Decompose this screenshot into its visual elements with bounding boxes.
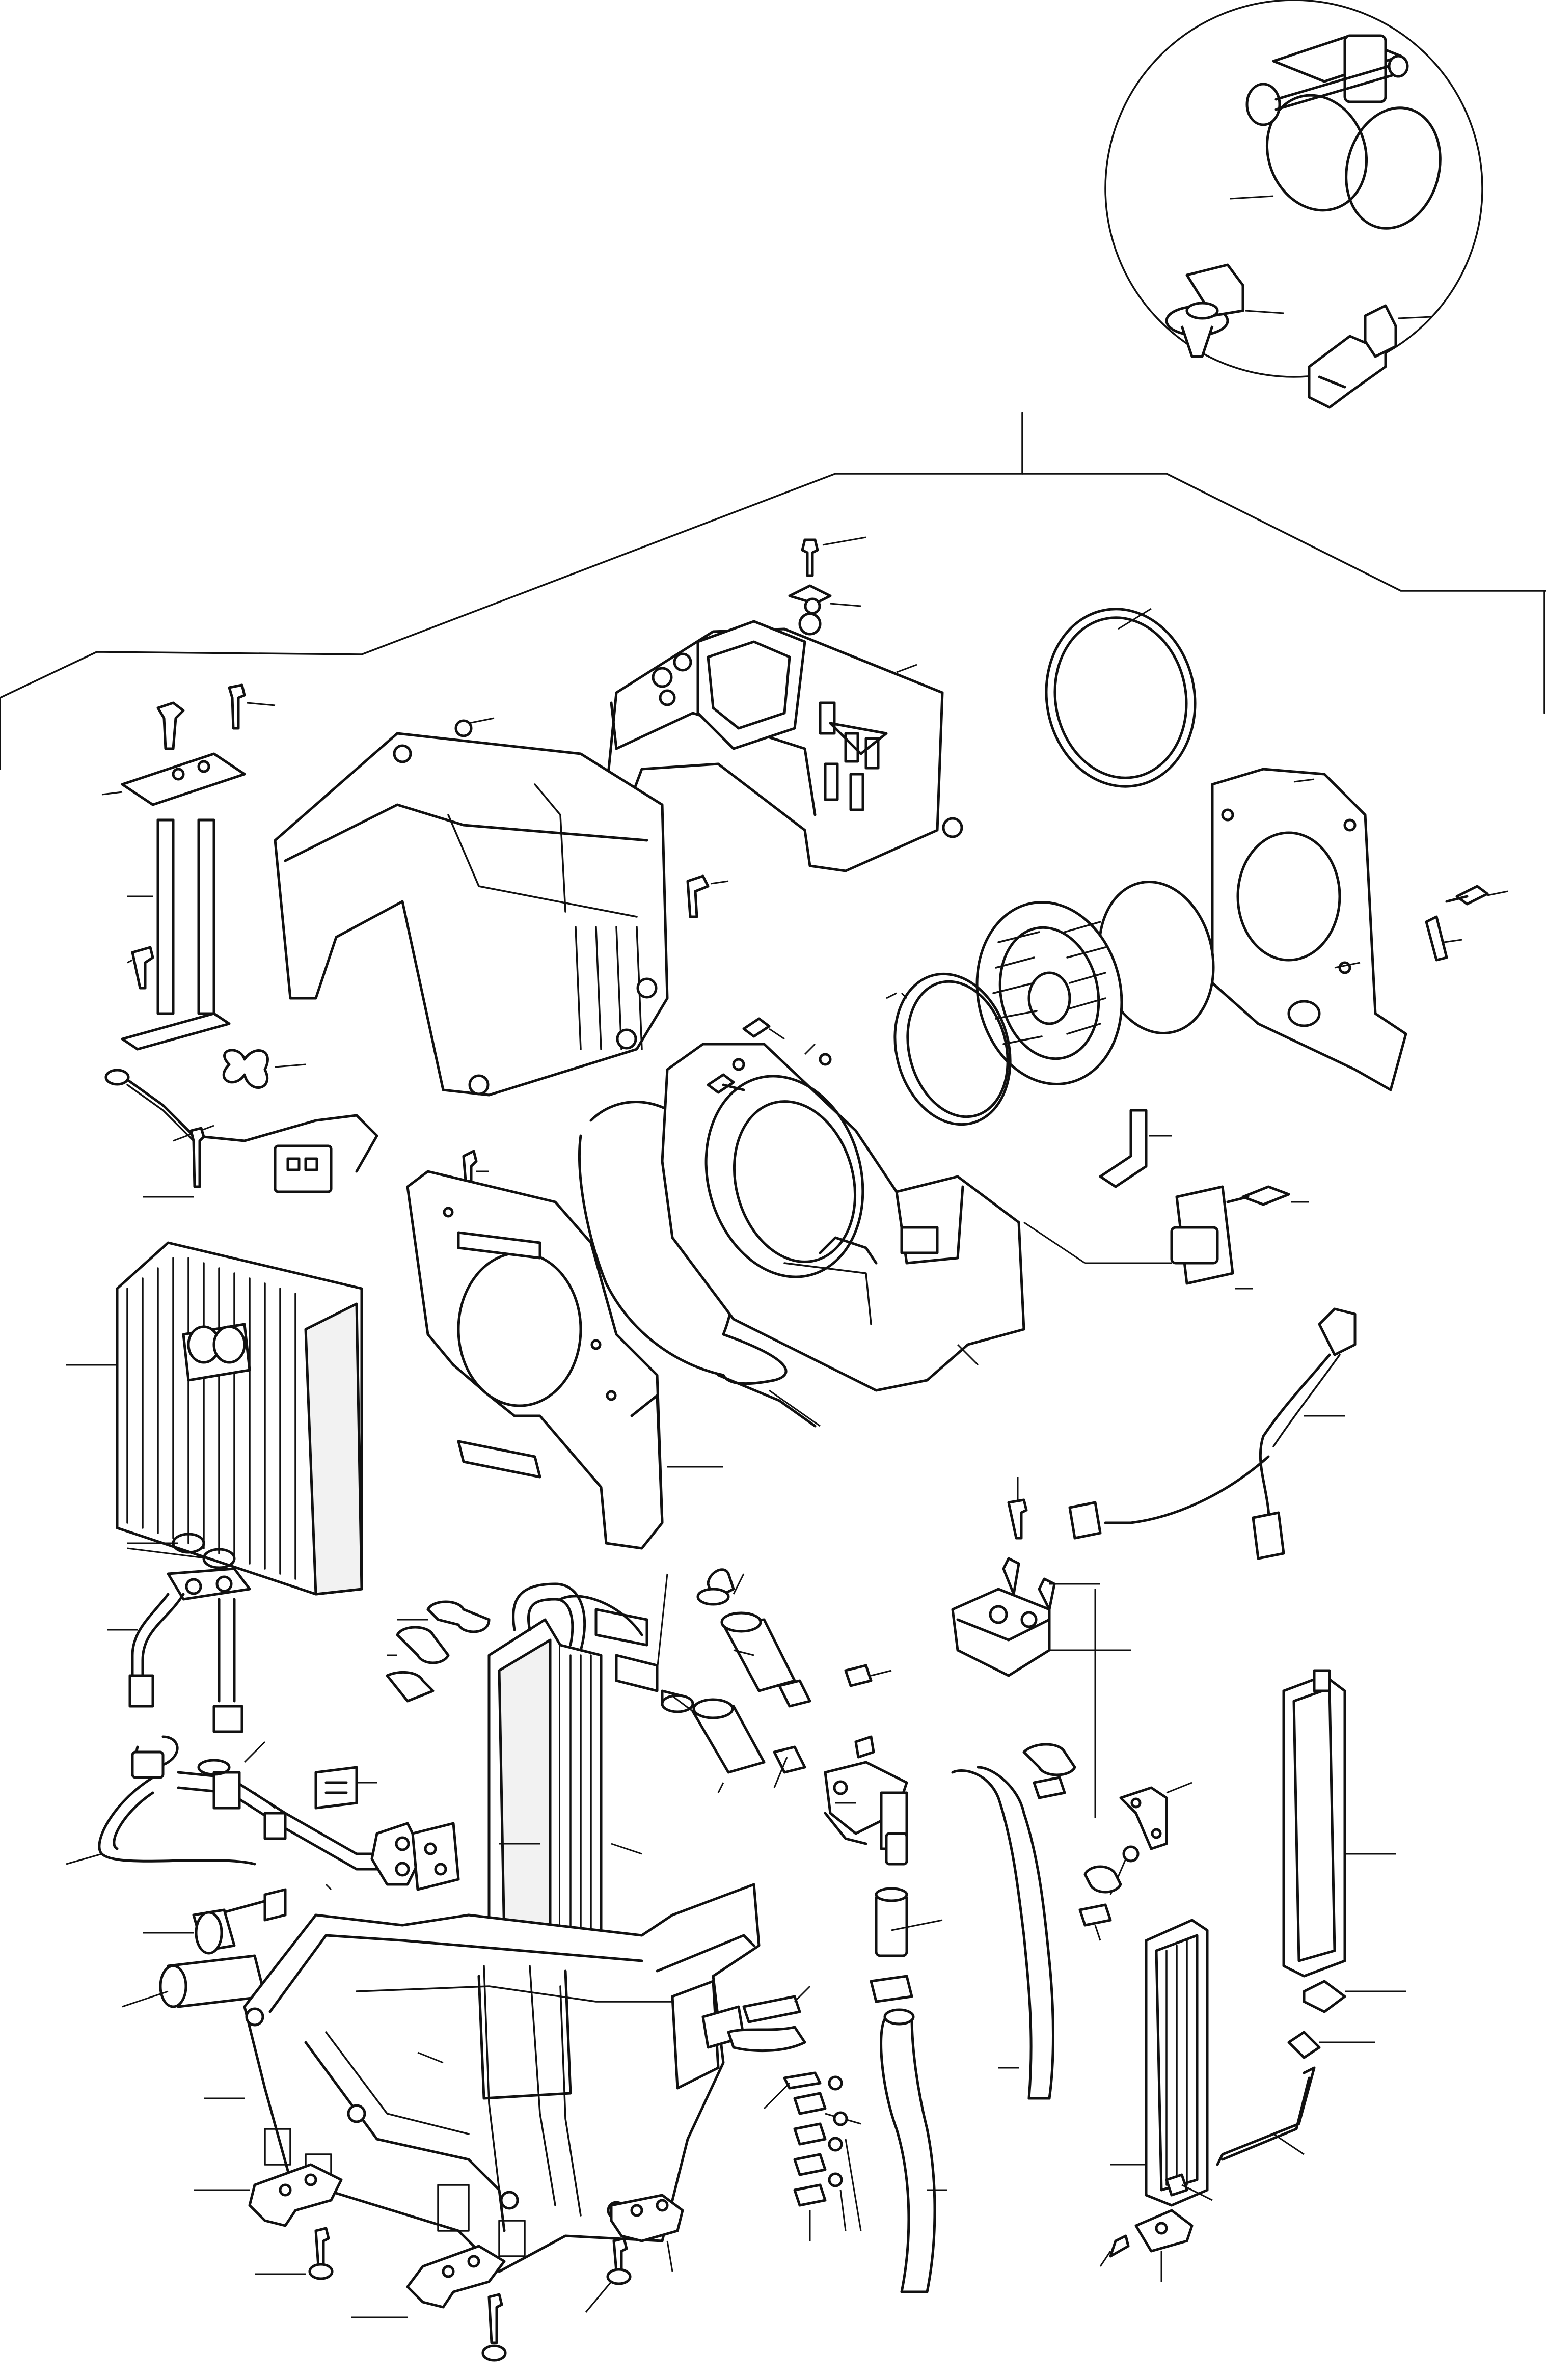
heater-core xyxy=(487,1582,659,1952)
wire-harness xyxy=(1068,1307,1357,1560)
grouping-outline xyxy=(0,412,1546,770)
evaporator-core xyxy=(66,1241,363,1596)
heater-hoses xyxy=(656,1568,811,1793)
screws xyxy=(1007,1477,1028,1540)
hose-clamp xyxy=(844,1664,892,1759)
wire-harness xyxy=(104,1049,378,1193)
snap-clip xyxy=(1022,1743,1076,1799)
screws xyxy=(143,1127,205,1198)
blower-housing-upper xyxy=(605,612,963,872)
resistor xyxy=(1170,1185,1309,1290)
push-clip xyxy=(1165,263,1244,358)
evaporator-case-upper xyxy=(274,732,669,1097)
condenser-panels xyxy=(1110,1669,1396,2207)
blower-motor-fan xyxy=(886,881,1215,1085)
heater-hoses xyxy=(122,1908,266,2008)
detail-inset xyxy=(1104,0,1483,409)
mounting-bracket-plate xyxy=(101,752,246,1051)
lower-case xyxy=(204,1883,761,2273)
snap-clip xyxy=(314,1766,377,1810)
blower-scroll-housing xyxy=(661,1043,1025,1392)
screws xyxy=(454,717,785,1188)
divider-plate xyxy=(406,1170,723,1550)
blower-motor-seal xyxy=(1045,608,1197,788)
heater-hoses xyxy=(1099,1109,1172,1188)
expansion-valve-pipes xyxy=(66,1533,424,1922)
mounting-bracket-plate xyxy=(1119,1782,1406,2282)
screws xyxy=(828,2075,862,2231)
resistor xyxy=(951,1557,1131,1677)
screws xyxy=(1425,885,1508,962)
screws xyxy=(707,1073,745,1094)
screws xyxy=(255,2227,632,2362)
screws xyxy=(1078,1589,1140,2267)
water-valve xyxy=(824,1761,908,1866)
blower-fan-ring xyxy=(893,972,1012,1126)
mounting-bracket-plate xyxy=(1211,768,1407,1091)
snap-clip xyxy=(1308,304,1397,409)
foam-gasket xyxy=(411,1822,460,1891)
mounting-feet xyxy=(194,2163,684,2318)
screws xyxy=(788,536,917,673)
bolt-hose-clamp xyxy=(1245,34,1442,230)
heater-hoses xyxy=(870,1766,1054,2293)
snap-clip xyxy=(727,1985,822,2110)
screws xyxy=(127,683,276,990)
snap-clip xyxy=(386,1600,491,1703)
